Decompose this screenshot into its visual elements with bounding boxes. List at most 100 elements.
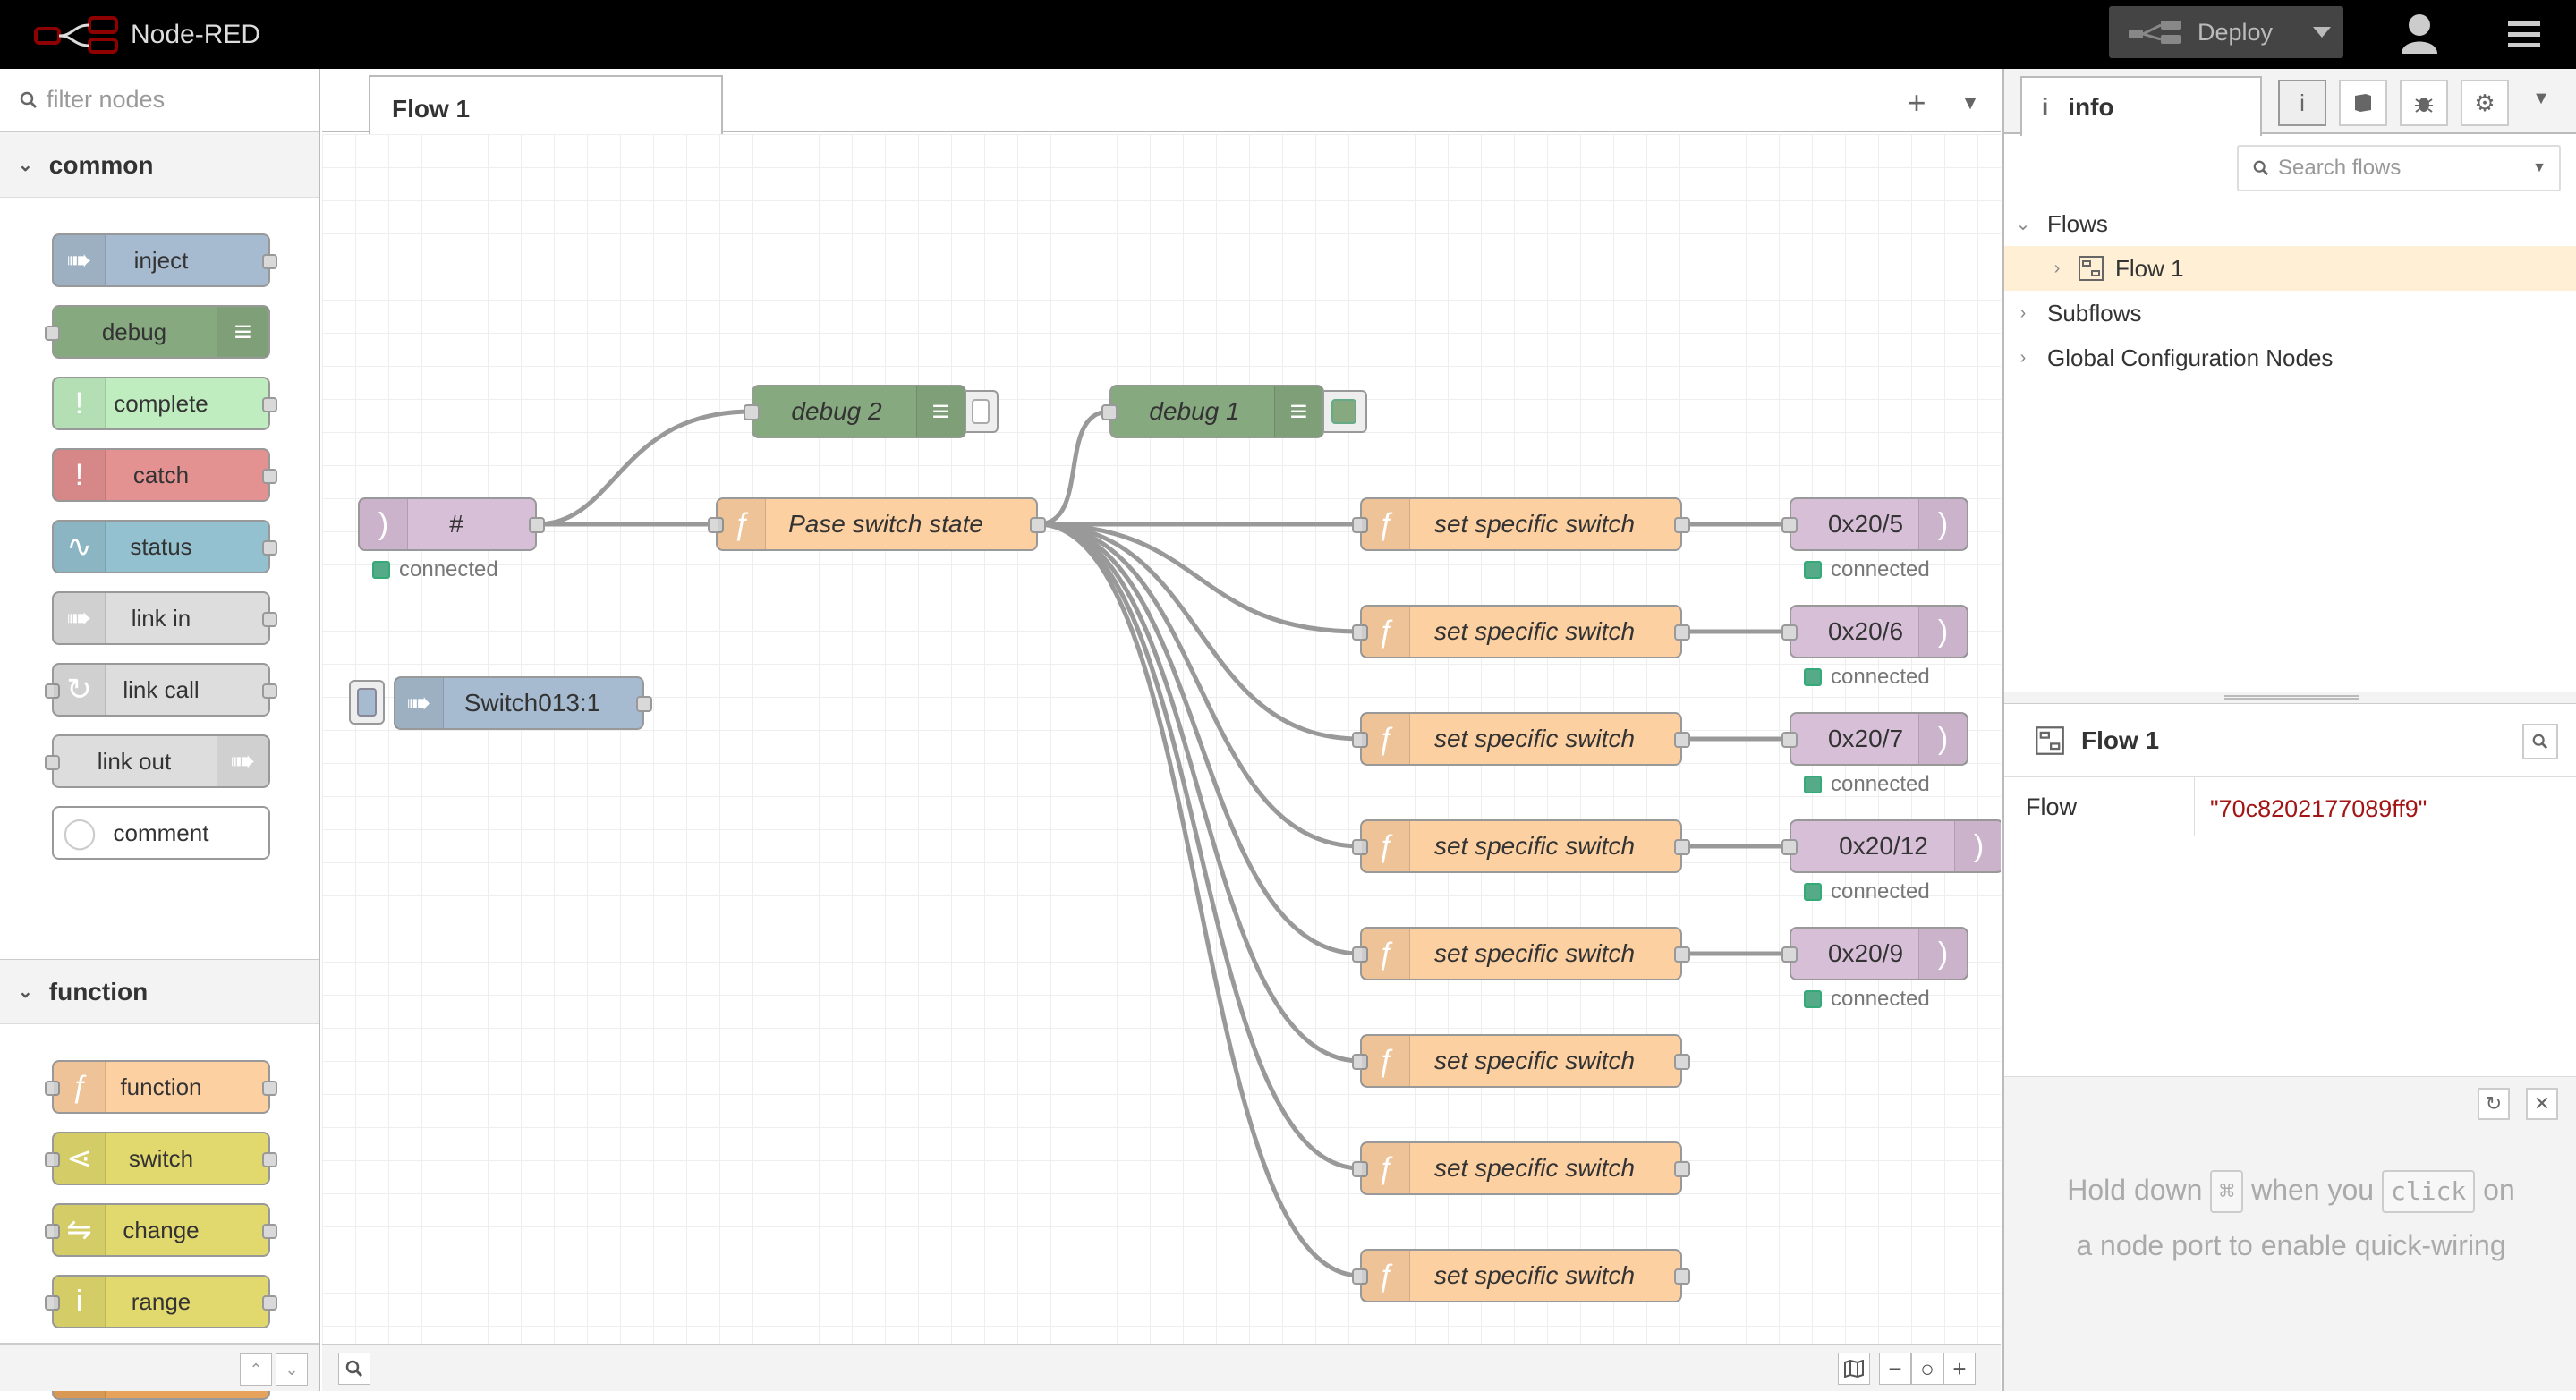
info-icon[interactable]: i xyxy=(2278,80,2326,126)
palette-node-status[interactable]: ∿ status xyxy=(52,520,277,573)
close-icon[interactable]: ✕ xyxy=(2526,1088,2558,1120)
input-port[interactable] xyxy=(1352,839,1368,855)
palette-node-link-in[interactable]: ➠ link in xyxy=(52,591,277,645)
hamburger-menu-icon[interactable] xyxy=(2499,13,2549,57)
chevron-down-icon[interactable]: ▼ xyxy=(2532,160,2546,175)
palette-node-switch[interactable]: ⋖ switch xyxy=(45,1132,277,1185)
palette-node-inject[interactable]: ➠ inject xyxy=(52,233,277,287)
palette-category-common[interactable]: ⌄ common xyxy=(0,133,319,198)
input-port[interactable] xyxy=(708,517,724,533)
inject-node-switch013[interactable]: ➠ Switch013:1 xyxy=(394,676,652,730)
input-port[interactable] xyxy=(1781,732,1798,748)
mqtt-out-node[interactable]: 0x20/5 ) xyxy=(1781,497,1968,551)
search-flows-input[interactable]: Search flows ▼ xyxy=(2237,145,2561,191)
output-port[interactable] xyxy=(1674,839,1690,855)
zoom-reset-icon[interactable]: ○ xyxy=(1911,1353,1943,1385)
tree-item-flows[interactable]: ⌄ Flows xyxy=(2004,201,2576,246)
flow-canvas[interactable]: ) # connected ➠ Switch013:1 debug 2 ≡ de… xyxy=(322,134,2001,1344)
mqtt-out-node[interactable]: 0x20/6 ) xyxy=(1781,605,1968,658)
output-port[interactable] xyxy=(262,469,277,484)
help-book-icon[interactable] xyxy=(2339,80,2387,126)
output-port[interactable] xyxy=(262,540,277,556)
function-node-set-switch[interactable]: ƒ set specific switch xyxy=(1352,1249,1690,1302)
palette-node-link-call[interactable]: ↻ link call xyxy=(45,663,277,717)
mqtt-out-node[interactable]: 0x20/7 ) xyxy=(1781,712,1968,766)
input-port[interactable] xyxy=(1101,404,1118,420)
palette-node-catch[interactable]: ! catch xyxy=(52,448,277,502)
output-port[interactable] xyxy=(1674,1054,1690,1070)
add-flow-icon[interactable]: + xyxy=(1907,84,1926,121)
tree-item-subflows[interactable]: › Subflows xyxy=(2004,291,2576,335)
function-node-set-switch[interactable]: ƒ set specific switch xyxy=(1352,1034,1690,1088)
refresh-icon[interactable]: ↻ xyxy=(2478,1088,2510,1120)
zoom-in-icon[interactable]: + xyxy=(1943,1353,1976,1385)
input-port[interactable] xyxy=(1781,839,1798,855)
palette-search[interactable]: filter nodes xyxy=(0,69,319,132)
input-port[interactable] xyxy=(1781,624,1798,641)
output-port[interactable] xyxy=(1674,517,1690,533)
output-port[interactable] xyxy=(262,254,277,269)
output-port[interactable] xyxy=(262,683,277,699)
debug-toggle-button[interactable] xyxy=(966,390,999,433)
tree-item-global-config[interactable]: › Global Configuration Nodes xyxy=(2004,335,2576,380)
function-node-set-switch[interactable]: ƒ set specific switch xyxy=(1352,712,1690,766)
output-port[interactable] xyxy=(262,1081,277,1096)
palette-node-range[interactable]: i range xyxy=(45,1275,277,1328)
palette-node-link-out[interactable]: link out ➠ xyxy=(45,734,270,788)
palette-category-function[interactable]: ⌄ function xyxy=(0,960,319,1024)
palette-node-change[interactable]: ⇋ change xyxy=(45,1203,277,1257)
debug-node-1[interactable]: debug 1 ≡ xyxy=(1101,385,1324,438)
palette-node-comment[interactable]: ◯ comment xyxy=(52,806,270,860)
function-node-set-switch[interactable]: ƒ set specific switch xyxy=(1352,497,1690,551)
collapse-all-icon[interactable]: ⌃ xyxy=(240,1353,272,1386)
tree-item-flow-1[interactable]: › Flow 1 xyxy=(2004,246,2576,291)
deploy-button[interactable]: Deploy xyxy=(2109,6,2343,58)
palette-node-complete[interactable]: ! complete xyxy=(52,377,277,430)
mqtt-out-node[interactable]: 0x20/12 ) xyxy=(1781,819,2001,873)
tab-flow-1[interactable]: Flow 1 xyxy=(369,75,723,134)
input-port[interactable] xyxy=(45,326,60,341)
input-port[interactable] xyxy=(1781,946,1798,963)
chevron-down-icon[interactable]: ▼ xyxy=(1960,91,1980,114)
output-port[interactable] xyxy=(1674,732,1690,748)
palette-node-function[interactable]: ƒ function xyxy=(45,1060,277,1114)
input-port[interactable] xyxy=(45,1224,60,1239)
output-port[interactable] xyxy=(1674,946,1690,963)
debug-node-2[interactable]: debug 2 ≡ xyxy=(744,385,966,438)
output-port[interactable] xyxy=(1030,517,1046,533)
input-port[interactable] xyxy=(744,404,760,420)
function-node-parse[interactable]: ƒ Pase switch state xyxy=(708,497,1046,551)
input-port[interactable] xyxy=(1352,1268,1368,1285)
output-port[interactable] xyxy=(529,517,545,533)
output-port[interactable] xyxy=(262,1224,277,1239)
inject-trigger-button[interactable] xyxy=(349,680,385,725)
input-port[interactable] xyxy=(1352,517,1368,533)
output-port[interactable] xyxy=(1674,1161,1690,1177)
output-port[interactable] xyxy=(1674,624,1690,641)
input-port[interactable] xyxy=(1352,624,1368,641)
input-port[interactable] xyxy=(1781,517,1798,533)
input-port[interactable] xyxy=(1352,946,1368,963)
expand-all-icon[interactable]: ⌄ xyxy=(276,1353,308,1386)
debug-toggle-button[interactable] xyxy=(1324,390,1367,433)
mqtt-out-node[interactable]: 0x20/9 ) xyxy=(1781,927,1968,980)
output-port[interactable] xyxy=(262,612,277,627)
function-node-set-switch[interactable]: ƒ set specific switch xyxy=(1352,605,1690,658)
zoom-out-icon[interactable]: − xyxy=(1879,1353,1911,1385)
input-port[interactable] xyxy=(45,1152,60,1167)
input-port[interactable] xyxy=(1352,1161,1368,1177)
input-port[interactable] xyxy=(45,1295,60,1311)
user-menu-icon[interactable] xyxy=(2394,9,2444,59)
node-red-logo[interactable]: Node-RED xyxy=(34,16,260,54)
function-node-set-switch[interactable]: ƒ set specific switch xyxy=(1352,927,1690,980)
palette-node-debug[interactable]: debug ≡ xyxy=(45,305,270,359)
output-port[interactable] xyxy=(1674,1268,1690,1285)
sidebar-resize-handle[interactable] xyxy=(2004,692,2576,704)
output-port[interactable] xyxy=(262,397,277,412)
function-node-set-switch[interactable]: ƒ set specific switch xyxy=(1352,1141,1690,1195)
search-icon[interactable] xyxy=(338,1353,370,1385)
navigator-map-icon[interactable] xyxy=(1838,1353,1870,1385)
input-port[interactable] xyxy=(45,683,60,699)
deploy-menu-caret-icon[interactable] xyxy=(2300,6,2343,58)
output-port[interactable] xyxy=(262,1295,277,1311)
